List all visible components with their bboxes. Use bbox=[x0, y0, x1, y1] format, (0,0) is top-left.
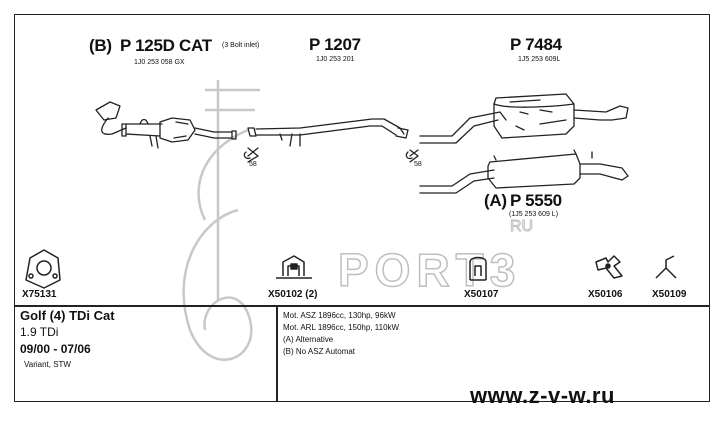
rear-silencer bbox=[419, 93, 629, 144]
accessory-code: X50107 bbox=[464, 289, 499, 300]
watermark-domain: RU bbox=[509, 218, 534, 236]
table-column-divider bbox=[276, 305, 278, 402]
accessory-code: X50102 (2) bbox=[268, 289, 318, 300]
vehicle-engine: 1.9 TDi bbox=[20, 325, 59, 339]
diagram-frame bbox=[14, 14, 710, 402]
gasket-icon bbox=[25, 249, 61, 289]
accessory-code: X50106 bbox=[588, 289, 623, 300]
rear-part-ref: 1J5 253 609L bbox=[518, 56, 561, 63]
front-part-number: P 125D CAT bbox=[120, 36, 212, 55]
hanger-left-label: 58 bbox=[249, 161, 257, 168]
spec-line: Mot. ASZ 1896cc, 130hp, 96kW bbox=[283, 311, 396, 320]
hanger-right-icon bbox=[405, 149, 419, 163]
alt-part-prefix: (A) bbox=[484, 191, 507, 210]
alt-rear-silencer bbox=[419, 149, 629, 194]
accessory-code: X75131 bbox=[22, 289, 57, 300]
rubber-mount-icon bbox=[276, 255, 312, 279]
bracket-icon bbox=[595, 255, 623, 279]
hanger-right-label: 58 bbox=[414, 161, 422, 168]
vehicle-years: 09/00 - 07/06 bbox=[20, 342, 91, 356]
rear-part-number: P 7484 bbox=[510, 35, 562, 54]
spec-line: (A) Alternative bbox=[283, 335, 334, 344]
hanger-left-icon bbox=[243, 147, 259, 163]
middle-part-number: P 1207 bbox=[309, 35, 361, 54]
accessory-code: X50109 bbox=[652, 289, 687, 300]
alt-part-number: P 5550 bbox=[510, 191, 562, 210]
spec-line: Mot. ARL 1896cc, 150hp, 110kW bbox=[283, 323, 400, 332]
clamp-icon bbox=[655, 255, 677, 279]
vehicle-model: Golf (4) TDi Cat bbox=[20, 308, 115, 323]
spec-line: (B) No ASZ Automat bbox=[283, 347, 356, 356]
middle-part-ref: 1J0 253 201 bbox=[316, 56, 355, 63]
table-top-divider bbox=[14, 305, 710, 307]
front-part-ref: 1J0 253 058 GX bbox=[134, 59, 185, 66]
alt-part-ref: (1J5 253 609 L) bbox=[509, 211, 559, 218]
front-pipe-catalyst bbox=[95, 101, 237, 149]
middle-pipe bbox=[247, 118, 409, 147]
vehicle-variant: Variant, STW bbox=[24, 360, 71, 369]
front-part-prefix: (B) bbox=[89, 36, 112, 55]
rubber-ring-icon bbox=[469, 256, 487, 281]
front-part-note: (3 Bolt inlet) bbox=[222, 42, 260, 49]
website-url: www.z-v-w.ru bbox=[470, 383, 615, 408]
